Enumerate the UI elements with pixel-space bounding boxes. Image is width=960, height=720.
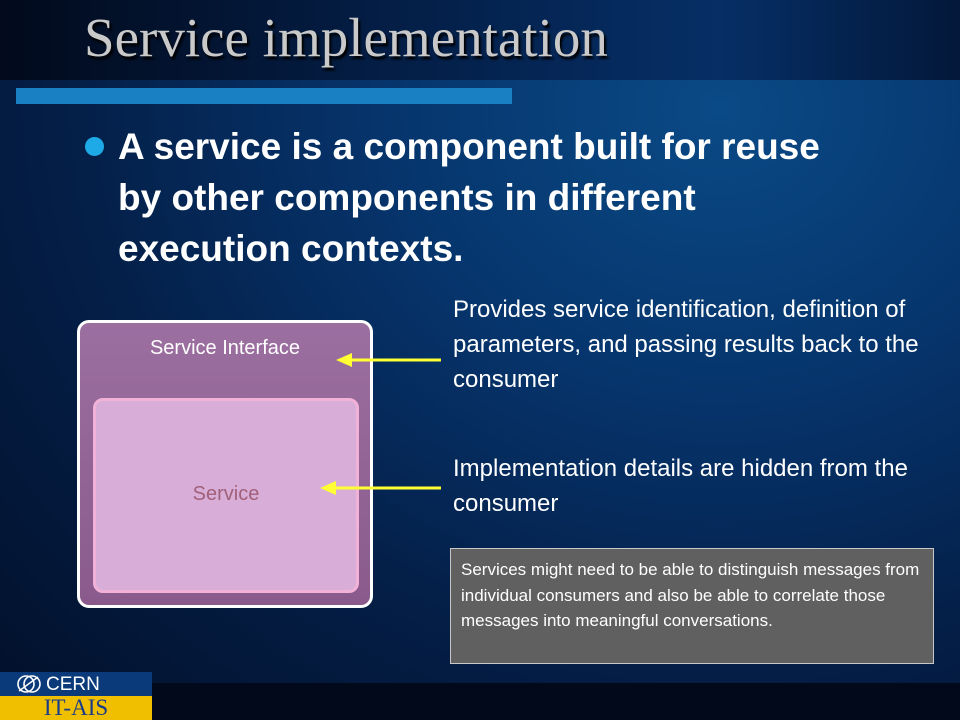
interface-arrow xyxy=(336,353,441,367)
main-bullet-text: A service is a component built for reuse… xyxy=(118,126,820,269)
it-ais-logo-panel xyxy=(0,696,152,720)
title-underline xyxy=(16,88,512,104)
cern-logo-text: CERN xyxy=(46,674,100,695)
service-label: Service xyxy=(192,483,260,505)
bullet-dot-icon xyxy=(85,137,104,156)
interface-description: Provides service identification, definit… xyxy=(453,296,919,393)
title-bar xyxy=(0,0,960,80)
cern-logo-icon xyxy=(17,675,41,693)
footer-bar xyxy=(0,683,960,720)
service-interface-box: Service Interface Service xyxy=(77,320,373,608)
service-arrow xyxy=(320,481,441,495)
page-title: Service implementation xyxy=(84,7,608,68)
it-ais-logo-text: IT-AIS xyxy=(43,695,109,720)
service-interface-label: Service Interface xyxy=(149,337,301,359)
note-box: Services might need to be able to distin… xyxy=(450,548,934,664)
service-box: Service xyxy=(93,398,359,593)
service-description: Implementation details are hidden from t… xyxy=(453,455,908,517)
